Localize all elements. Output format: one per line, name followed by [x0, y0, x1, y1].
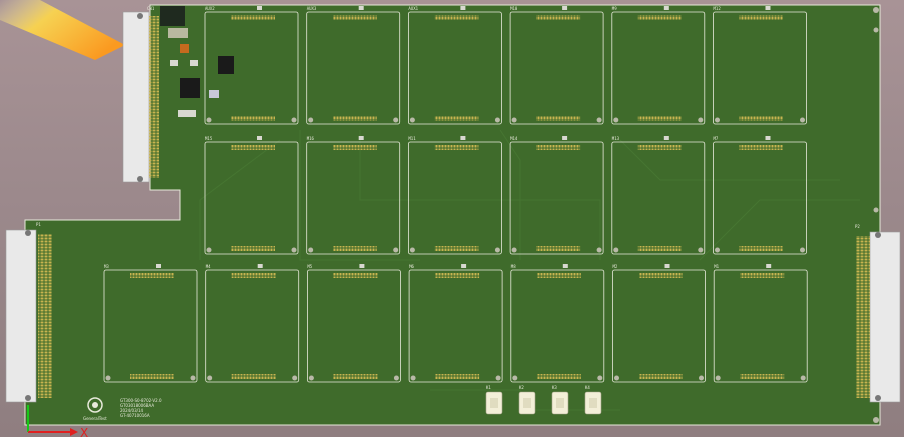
module-site[interactable]: M13: [611, 136, 706, 255]
module-site[interactable]: M6: [408, 264, 503, 383]
module-label: M16: [307, 136, 315, 141]
module-label: M12: [714, 6, 722, 11]
module-site[interactable]: M9: [611, 6, 706, 125]
relay-label: K2: [519, 385, 524, 390]
relay-label: K1: [486, 385, 491, 390]
module-label: M1: [714, 264, 719, 269]
module-label: AUX1: [408, 6, 418, 11]
module-label: M14: [510, 136, 518, 141]
logo-text: GeneralTest: [83, 416, 107, 421]
x-axis-label: X: [80, 426, 88, 437]
module-site[interactable]: M3: [103, 264, 198, 383]
module-label: M5: [307, 264, 312, 269]
connector-p1[interactable]: P1: [5, 222, 52, 403]
module-site[interactable]: M16: [306, 136, 401, 255]
light-beam: [0, 0, 125, 60]
axis-indicator: X: [27, 405, 88, 437]
module-label: M6: [409, 264, 414, 269]
module-site[interactable]: M1: [713, 264, 808, 383]
company-logo: GeneralTest: [83, 397, 107, 421]
module-site[interactable]: AUX2: [204, 6, 299, 125]
module-label: M3: [104, 264, 109, 269]
module-site[interactable]: M14: [509, 136, 604, 255]
module-label: M4: [206, 264, 211, 269]
module-site[interactable]: M15: [204, 136, 299, 255]
module-site[interactable]: AUX1: [407, 6, 502, 125]
pcb-board: [24, 4, 881, 426]
module-site[interactable]: M5: [306, 264, 401, 383]
module-label: M8: [511, 264, 516, 269]
connector-cn1[interactable]: CN1: [122, 6, 159, 183]
mounting-holes: [873, 7, 879, 423]
module-site[interactable]: M12: [713, 6, 807, 125]
relay[interactable]: K2: [518, 385, 536, 415]
module-label: M9: [612, 6, 617, 11]
module-label: M7: [714, 136, 719, 141]
module-label: M11: [408, 136, 416, 141]
module-site[interactable]: M10: [509, 6, 604, 125]
info-line: GT03018006BAA: [120, 403, 154, 408]
module-label: M15: [205, 136, 213, 141]
module-label: AUX3: [307, 6, 317, 11]
module-label: M2: [613, 264, 618, 269]
module-label: M13: [612, 136, 620, 141]
relay[interactable]: K1: [485, 385, 503, 415]
connector-p2-label: P2: [855, 224, 860, 229]
relay-label: K4: [585, 385, 590, 390]
relay[interactable]: K3: [551, 385, 569, 415]
info-line: GT300-S0-8702-V2.0: [120, 398, 162, 403]
board-info: GT300-S0-8702-V2.0 GT03018006BAA 2024/03…: [120, 398, 162, 418]
module-site[interactable]: M4: [205, 264, 300, 383]
module-site[interactable]: M11: [407, 136, 502, 255]
module-site[interactable]: AUX3: [306, 6, 401, 125]
info-line: 2024/03/14: [120, 408, 144, 413]
module-label: AUX2: [205, 6, 215, 11]
relay-label: K3: [552, 385, 557, 390]
module-site[interactable]: M2: [612, 264, 706, 383]
copper-traces: [199, 129, 860, 411]
info-line: GT-40710016A: [120, 413, 150, 418]
relay[interactable]: K4: [584, 385, 602, 415]
relay-row: K1 K2 K3 K4: [485, 385, 602, 415]
module-label: M10: [510, 6, 518, 11]
control-circuitry: [160, 6, 234, 117]
connector-p1-label: P1: [36, 222, 41, 227]
connector-cn1-label: CN1: [147, 6, 155, 11]
connector-p2[interactable]: P2: [855, 224, 901, 403]
module-site[interactable]: M8: [510, 264, 605, 383]
module-site[interactable]: M7: [713, 136, 807, 255]
